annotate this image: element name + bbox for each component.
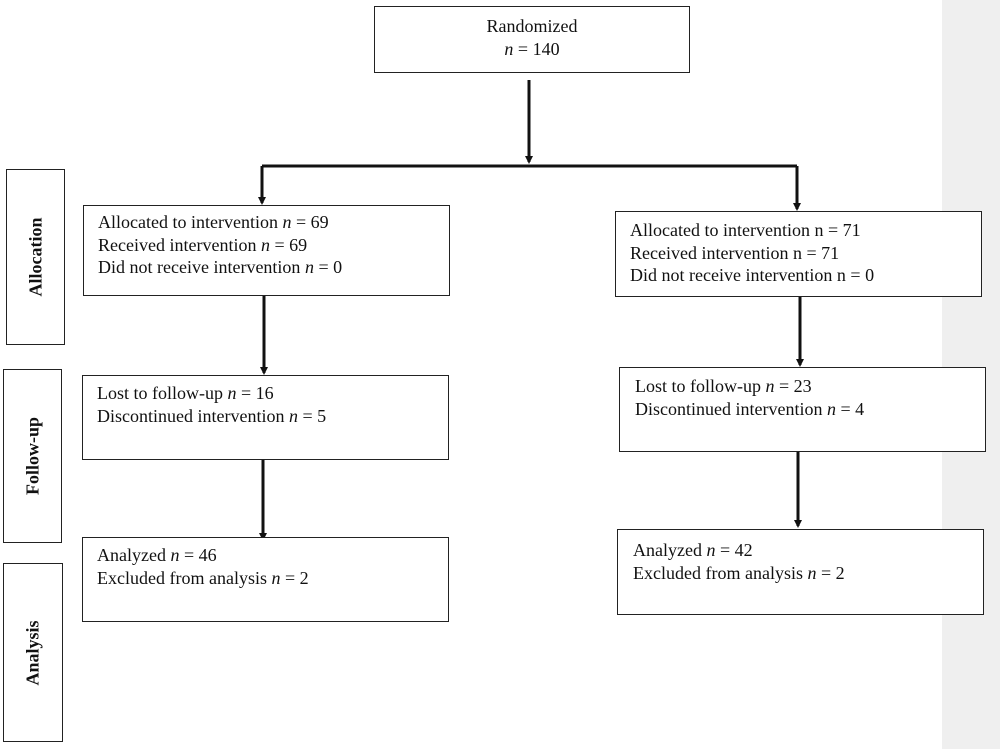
right-analyzed-line: Analyzed n = 42 <box>633 539 983 562</box>
left-allocated-line: Allocated to intervention n = 69 <box>98 211 449 234</box>
left-analyzed-value: = 46 <box>179 545 217 565</box>
randomized-count: n = 140 <box>375 38 689 61</box>
right-received-line: Received intervention n = 71 <box>630 242 840 263</box>
left-analyzed-text: Analyzed <box>97 545 171 565</box>
left-excluded-value: = 2 <box>280 567 309 588</box>
randomized-box: Randomized n = 140 <box>374 6 690 73</box>
right-discontinued-value: = 4 <box>835 398 865 419</box>
randomized-n-value: = 140 <box>513 38 560 59</box>
left-excluded-n-symbol: n <box>271 567 281 588</box>
left-allocated-value: = 69 <box>291 212 329 232</box>
stage-label-allocation-text: Allocation <box>25 217 45 297</box>
randomized-n-symbol: n <box>504 38 514 59</box>
left-analyzed-n-symbol: n <box>170 545 180 565</box>
right-analyzed-n-symbol: n <box>706 540 716 560</box>
left-allocated-text: Allocated to intervention <box>98 212 283 232</box>
left-allocation-box: Allocated to intervention n = 69 Receive… <box>83 205 450 296</box>
left-allocated-n-symbol: n <box>282 212 292 232</box>
right-lost-text: Lost to follow-up <box>635 376 766 396</box>
right-analysis-box: Analyzed n = 42 Excluded from analysis n… <box>617 529 984 615</box>
right-follow-up-box: Lost to follow-up n = 23 Discontinued in… <box>619 367 986 452</box>
stage-label-follow-up: Follow-up <box>3 369 62 543</box>
left-lost-line: Lost to follow-up n = 16 <box>97 382 448 405</box>
left-received-line: Received intervention n = 69 <box>98 234 449 257</box>
left-lost-n-symbol: n <box>227 383 237 403</box>
right-analyzed-text: Analyzed <box>633 540 707 560</box>
right-excluded-text: Excluded from analysis <box>633 562 808 583</box>
right-excluded-line: Excluded from analysis n = 2 <box>633 562 983 585</box>
right-allocation-box: Allocated to intervention n = 71 Receive… <box>615 211 982 297</box>
left-not-received-n-symbol: n <box>304 257 314 277</box>
randomized-label: Randomized <box>486 16 578 36</box>
left-discontinued-value: = 5 <box>297 405 327 426</box>
stage-label-allocation: Allocation <box>6 169 65 345</box>
stage-label-follow-up-text: Follow-up <box>22 416 42 496</box>
right-discontinued-n-symbol: n <box>826 398 836 419</box>
right-allocated-line: Allocated to intervention n = 71 <box>630 220 861 240</box>
right-discontinued-text: Discontinued intervention <box>635 398 827 419</box>
stage-label-analysis-text: Analysis <box>22 619 43 686</box>
left-lost-text: Lost to follow-up <box>97 383 228 403</box>
left-not-received-text: Did not receive intervention <box>98 257 305 277</box>
left-received-value: = 69 <box>269 234 308 255</box>
left-discontinued-line: Discontinued intervention n = 5 <box>97 405 448 428</box>
left-lost-value: = 16 <box>236 383 274 403</box>
stage-label-analysis: Analysis <box>3 563 63 742</box>
left-excluded-text: Excluded from analysis <box>97 567 272 588</box>
right-analyzed-value: = 42 <box>715 540 753 560</box>
left-analysis-box: Analyzed n = 46 Excluded from analysis n… <box>82 537 449 622</box>
right-excluded-n-symbol: n <box>807 562 817 583</box>
left-excluded-line: Excluded from analysis n = 2 <box>97 567 448 590</box>
right-discontinued-line: Discontinued intervention n = 4 <box>635 398 985 421</box>
left-discontinued-text: Discontinued intervention <box>97 405 289 426</box>
left-follow-up-box: Lost to follow-up n = 16 Discontinued in… <box>82 375 449 460</box>
right-lost-value: = 23 <box>774 376 812 396</box>
right-not-received-line: Did not receive intervention n = 0 <box>630 265 875 285</box>
right-excluded-value: = 2 <box>816 562 845 583</box>
right-lost-line: Lost to follow-up n = 23 <box>635 375 985 398</box>
left-analyzed-line: Analyzed n = 46 <box>97 544 448 567</box>
left-not-received-line: Did not receive intervention n = 0 <box>98 256 449 279</box>
left-discontinued-n-symbol: n <box>288 405 298 426</box>
left-received-n-symbol: n <box>260 234 270 255</box>
right-lost-n-symbol: n <box>765 376 775 396</box>
left-received-text: Received intervention <box>98 234 261 255</box>
left-not-received-value: = 0 <box>313 257 343 277</box>
